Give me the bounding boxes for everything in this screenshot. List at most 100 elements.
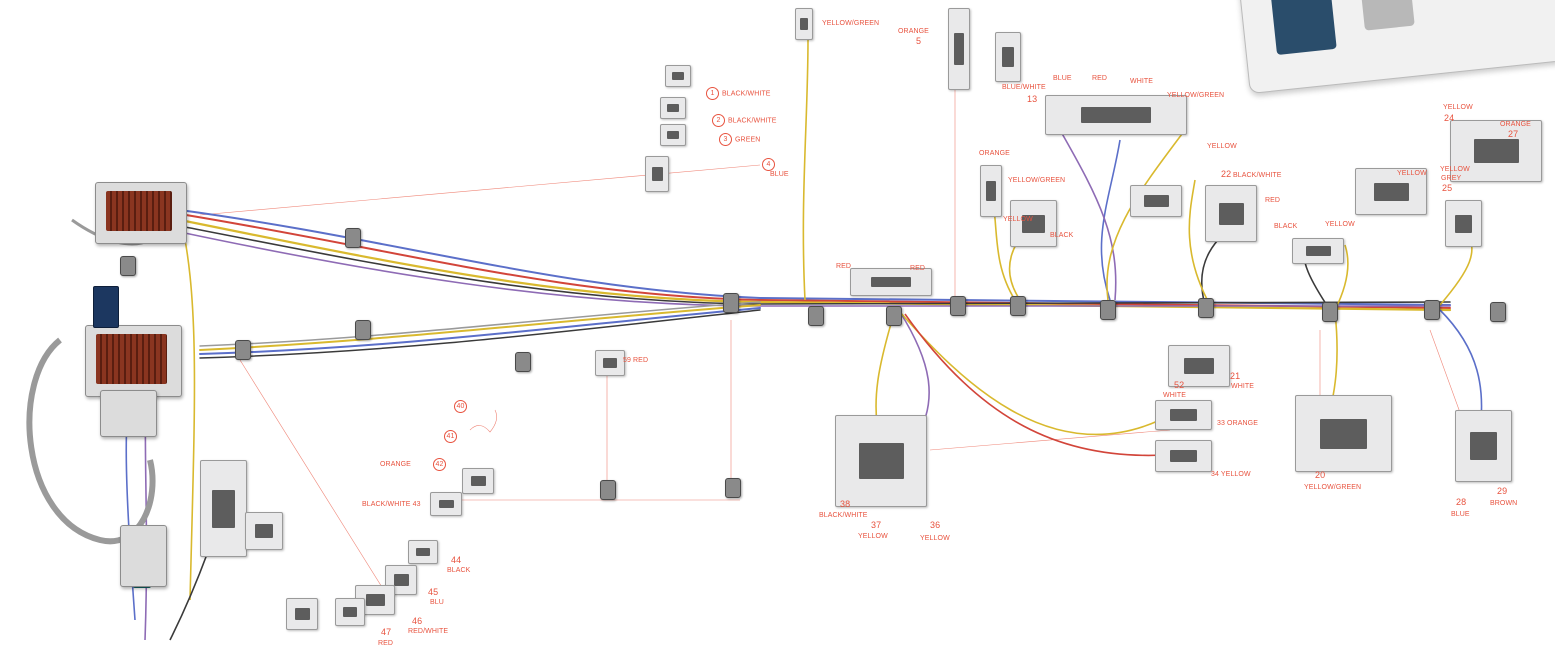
terminal-21-52 — [1168, 345, 1230, 387]
cable-clip-10 — [1100, 300, 1116, 320]
label-black-mid: BLACK — [1050, 232, 1074, 239]
label-yellow-left: YELLOW — [1003, 216, 1033, 223]
cable-clip-6 — [808, 306, 824, 326]
label-25: 25 — [1442, 183, 1453, 193]
cable-clip-15 — [600, 480, 616, 500]
label-yellow-green-2: YELLOW/GREEN — [1167, 92, 1225, 99]
terminal-3 — [660, 124, 686, 146]
label-yellow-36: YELLOW — [920, 535, 950, 542]
label-29: 29 — [1497, 486, 1508, 496]
label-3: GREEN — [735, 136, 761, 144]
terminal-red-center — [850, 268, 932, 296]
cable-clip-9 — [1010, 296, 1026, 316]
label-47: 47 — [381, 627, 392, 637]
terminal-orange — [948, 8, 970, 90]
terminal-blue-white — [995, 32, 1021, 82]
label-1-num: 1 — [706, 87, 719, 100]
label-yellow-green-top: YELLOW/GREEN — [822, 20, 880, 27]
cable-clip-5 — [723, 293, 739, 313]
cable-clip-8 — [950, 296, 966, 316]
terminal-43 — [430, 492, 462, 516]
terminal-24-27 — [1450, 120, 1542, 182]
label-42-row: 42 — [433, 458, 449, 471]
label-orange-top-num: 5 — [916, 36, 922, 46]
label-4-row: 4 — [762, 158, 778, 171]
label-13: 13 — [1027, 94, 1038, 104]
label-36: 36 — [930, 520, 941, 530]
label-4-num: 4 — [762, 158, 775, 171]
inline-fuse-holder — [200, 460, 247, 557]
terminal-yellow-25 — [1355, 168, 1427, 215]
label-40-row: 40 — [454, 400, 470, 413]
label-orange-mid: ORANGE — [979, 150, 1010, 157]
terminal-47 — [335, 598, 365, 626]
label-41: 41 — [444, 430, 457, 443]
cable-clip-16 — [725, 478, 741, 498]
label-42: 42 — [433, 458, 446, 471]
terminal-20 — [1295, 395, 1392, 472]
label-2: BLACK/WHITE — [728, 117, 777, 125]
terminal-grey-25 — [1445, 200, 1482, 247]
terminal-cluster-13 — [1045, 95, 1187, 135]
label-yellow-mid: YELLOW — [1207, 143, 1237, 150]
label-blue-28: BLUE — [1451, 511, 1470, 518]
label-blu-45: BLU — [430, 599, 444, 606]
terminal-2 — [660, 97, 686, 119]
main-connector-upper — [95, 182, 187, 244]
label-red-center: RED — [836, 263, 852, 270]
cable-clip-3 — [235, 340, 251, 360]
cable-clip-4 — [515, 352, 531, 372]
cable-clip-11 — [1198, 298, 1214, 318]
label-20: 20 — [1315, 470, 1326, 480]
label-40: 40 — [454, 400, 467, 413]
terminal-33 — [1155, 400, 1212, 430]
label-red-right: RED — [1265, 197, 1281, 204]
label-black-white-43: BLACK/WHITE 43 — [362, 501, 421, 508]
label-yellow-green-20: YELLOW/GREEN — [1304, 484, 1362, 491]
label-grey: GREY — [1441, 175, 1462, 182]
label-red-top: RED — [1092, 75, 1108, 82]
label-blue-white: BLUE/WHITE — [1002, 84, 1046, 91]
label-21: 21 — [1230, 371, 1241, 381]
label-3-num: 3 — [719, 133, 732, 146]
label-yellow-top-24: YELLOW — [1443, 104, 1473, 111]
label-28: 28 — [1456, 497, 1467, 507]
terminal-44 — [408, 540, 438, 564]
label-orange-42: ORANGE — [380, 461, 411, 468]
label-27: 27 — [1508, 129, 1519, 139]
label-red-white-46: RED/WHITE — [408, 628, 449, 635]
label-1: BLACK/WHITE — [722, 90, 771, 98]
label-59-red: 59 RED — [623, 357, 649, 364]
terminal-1 — [665, 65, 691, 87]
white-terminal-block — [120, 525, 167, 587]
terminal-28-29 — [1455, 410, 1512, 482]
terminal-4 — [645, 156, 669, 192]
terminal-yellow-green — [795, 8, 813, 40]
cable-clip-1 — [345, 228, 361, 248]
sensor-board — [93, 286, 119, 328]
label-34-yellow: 34 YELLOW — [1211, 471, 1251, 478]
label-orange-27: ORANGE — [1500, 121, 1531, 128]
cable-clip-2 — [355, 320, 371, 340]
cable-clip-17 — [120, 256, 136, 276]
label-yellow-37: YELLOW — [858, 533, 888, 540]
label-white-21: WHITE — [1231, 383, 1255, 390]
label-red-47: RED — [378, 640, 394, 647]
label-black-white-right: BLACK/WHITE — [1233, 172, 1282, 179]
label-24: 24 — [1444, 113, 1455, 123]
label-black-white-38: BLACK/WHITE — [819, 512, 868, 519]
label-yellow-green-mid: YELLOW/GREEN — [1008, 177, 1066, 184]
main-connector-lower — [85, 325, 182, 397]
terminal-59 — [595, 350, 625, 376]
terminal-left-mid — [245, 512, 283, 550]
terminal-black-yellow — [1292, 238, 1344, 264]
label-33-orange: 33 ORANGE — [1217, 420, 1258, 427]
cable-clip-13 — [1424, 300, 1440, 320]
terminal-orange-mid — [980, 165, 1002, 217]
label-white-52: WHITE — [1163, 392, 1187, 399]
label-blue: BLUE — [1053, 75, 1072, 82]
cable-clip-7 — [886, 306, 902, 326]
